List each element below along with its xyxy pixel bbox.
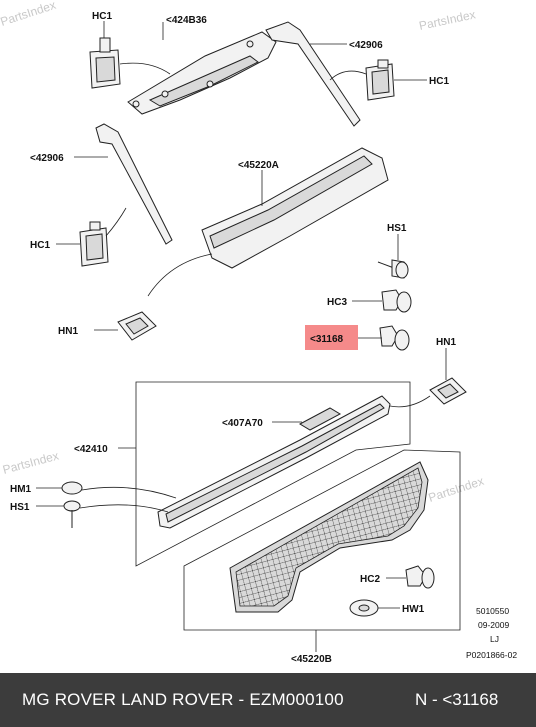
label-hn1-left: HN1 <box>58 326 78 337</box>
fastener-hc3[interactable] <box>352 289 412 313</box>
footer-title: MG ROVER LAND ROVER - EZM000100 <box>22 690 344 709</box>
label-hc2: HC2 <box>360 574 380 585</box>
fastener-hc2[interactable] <box>386 565 435 589</box>
meta-line-1: 5010550 <box>476 606 509 616</box>
frame-42410 <box>135 381 411 567</box>
parts-diagram: PartsIndex PartsIndex PartsIndex PartsIn… <box>0 0 517 665</box>
clip-hc1-top-right[interactable] <box>329 59 427 101</box>
clip-hc1-mid-left[interactable] <box>56 207 127 267</box>
frame-45220b <box>183 449 461 631</box>
label-45220b: <45220B <box>291 654 332 665</box>
part-45220a[interactable] <box>147 147 389 297</box>
label-407a70: <407A70 <box>222 418 263 429</box>
label-hs1-right: HS1 <box>387 223 407 234</box>
part-42410[interactable] <box>157 395 391 529</box>
fastener-hm1[interactable] <box>36 481 177 499</box>
fastener-hs1-left[interactable] <box>36 500 169 528</box>
label-31168: <31168 <box>310 334 344 345</box>
label-hc3: HC3 <box>327 297 347 308</box>
clip-hc1-top-left[interactable] <box>89 21 171 89</box>
watermark: PartsIndex <box>1 449 60 477</box>
part-407a70[interactable] <box>272 407 342 431</box>
label-hc1-top-left: HC1 <box>92 11 112 22</box>
fastener-31168[interactable] <box>356 325 410 351</box>
fastener-hn1-right[interactable] <box>389 348 467 408</box>
label-hs1-left: HS1 <box>10 502 30 513</box>
watermark: PartsIndex <box>427 474 486 505</box>
label-hn1-right: HN1 <box>436 337 456 348</box>
fastener-hn1-left[interactable] <box>94 311 157 341</box>
label-hc1-top-right: HC1 <box>429 76 449 87</box>
label-42410: <42410 <box>74 444 108 455</box>
fastener-hs1-right[interactable] <box>377 234 409 279</box>
label-42906-top: <42906 <box>349 40 383 51</box>
watermark: PartsIndex <box>0 0 57 29</box>
label-hw1: HW1 <box>402 604 425 615</box>
footer-part-ref: N - <31168 <box>415 690 499 709</box>
fastener-hw1[interactable] <box>349 599 400 617</box>
label-42906-left: <42906 <box>30 153 64 164</box>
meta-line-2: 09-2009 <box>478 620 509 630</box>
label-hc1-mid-left: HC1 <box>30 240 50 251</box>
part-42906-left[interactable] <box>74 123 173 245</box>
watermark: PartsIndex <box>418 7 477 33</box>
label-45220a: <45220A <box>238 160 279 171</box>
part-424b36[interactable] <box>127 22 277 115</box>
part-42906-top[interactable] <box>265 21 361 127</box>
meta-line-4: P0201866-02 <box>466 650 517 660</box>
meta-line-3: LJ <box>490 634 499 644</box>
footer-bar: MG ROVER LAND ROVER - EZM000100 N - <311… <box>0 673 536 727</box>
highlight-31168 <box>305 325 358 350</box>
part-45220b[interactable] <box>229 461 429 613</box>
label-424b36: <424B36 <box>166 15 207 26</box>
label-hm1: HM1 <box>10 484 32 495</box>
